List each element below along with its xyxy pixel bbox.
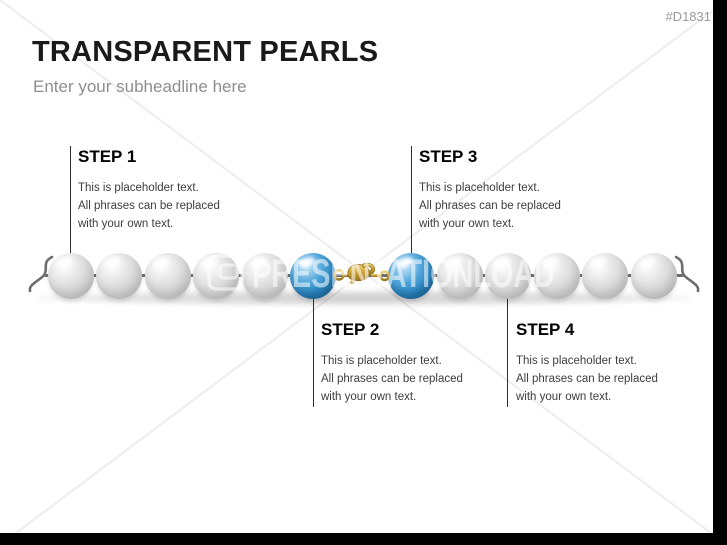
pearl-gloss bbox=[589, 255, 608, 270]
pearl-gloss bbox=[55, 255, 74, 270]
pearl-10 bbox=[534, 253, 580, 299]
pearl-9 bbox=[485, 253, 531, 299]
string-end-right bbox=[674, 255, 700, 293]
pearl-gloss bbox=[103, 255, 122, 270]
pearl-5 bbox=[242, 253, 288, 299]
pearl-3 bbox=[145, 253, 191, 299]
step-4-label: STEP 4 bbox=[516, 320, 575, 339]
connector-line-step1 bbox=[70, 146, 71, 253]
product-code: #D1831 bbox=[665, 9, 711, 24]
step-1-description: This is placeholder text. All phrases ca… bbox=[78, 182, 220, 230]
step-block-4: STEP 4 This is placeholder text. All phr… bbox=[516, 320, 676, 406]
step-2-description: This is placeholder text. All phrases ca… bbox=[321, 355, 463, 403]
frame-bar-right bbox=[713, 0, 727, 545]
connector-line-step4 bbox=[507, 299, 508, 407]
pearl-gloss bbox=[152, 255, 171, 270]
step-1-label: STEP 1 bbox=[78, 147, 137, 166]
pearl-8 bbox=[437, 253, 483, 299]
connector-line-step2 bbox=[313, 299, 314, 407]
clasp-icon bbox=[333, 262, 390, 285]
pearl-6-blue bbox=[290, 253, 336, 299]
step-3-description: This is placeholder text. All phrases ca… bbox=[419, 182, 561, 230]
frame-bar-bottom bbox=[0, 533, 727, 545]
pearl-12 bbox=[631, 253, 677, 299]
string-end-left bbox=[28, 255, 54, 293]
pearl-gloss bbox=[638, 255, 657, 270]
step-block-1: STEP 1 This is placeholder text. All phr… bbox=[78, 147, 238, 233]
step-block-2: STEP 2 This is placeholder text. All phr… bbox=[321, 320, 481, 406]
slide-title: TRANSPARENT PEARLS bbox=[32, 36, 379, 68]
connector-line-step3 bbox=[411, 146, 412, 253]
pearl-7-blue bbox=[388, 253, 434, 299]
step-block-3: STEP 3 This is placeholder text. All phr… bbox=[419, 147, 579, 233]
step-2-label: STEP 2 bbox=[321, 320, 380, 339]
pearl-11 bbox=[582, 253, 628, 299]
watermark-text: PRESENTATIONLOAD bbox=[252, 252, 555, 296]
pearl-4 bbox=[193, 253, 239, 299]
step-4-description: This is placeholder text. All phrases ca… bbox=[516, 355, 658, 403]
pearl-2 bbox=[96, 253, 142, 299]
slide-subheadline: Enter your subheadline here bbox=[33, 77, 247, 96]
pearl-1 bbox=[48, 253, 94, 299]
step-3-label: STEP 3 bbox=[419, 147, 478, 166]
watermark-logo-icon bbox=[207, 254, 244, 291]
